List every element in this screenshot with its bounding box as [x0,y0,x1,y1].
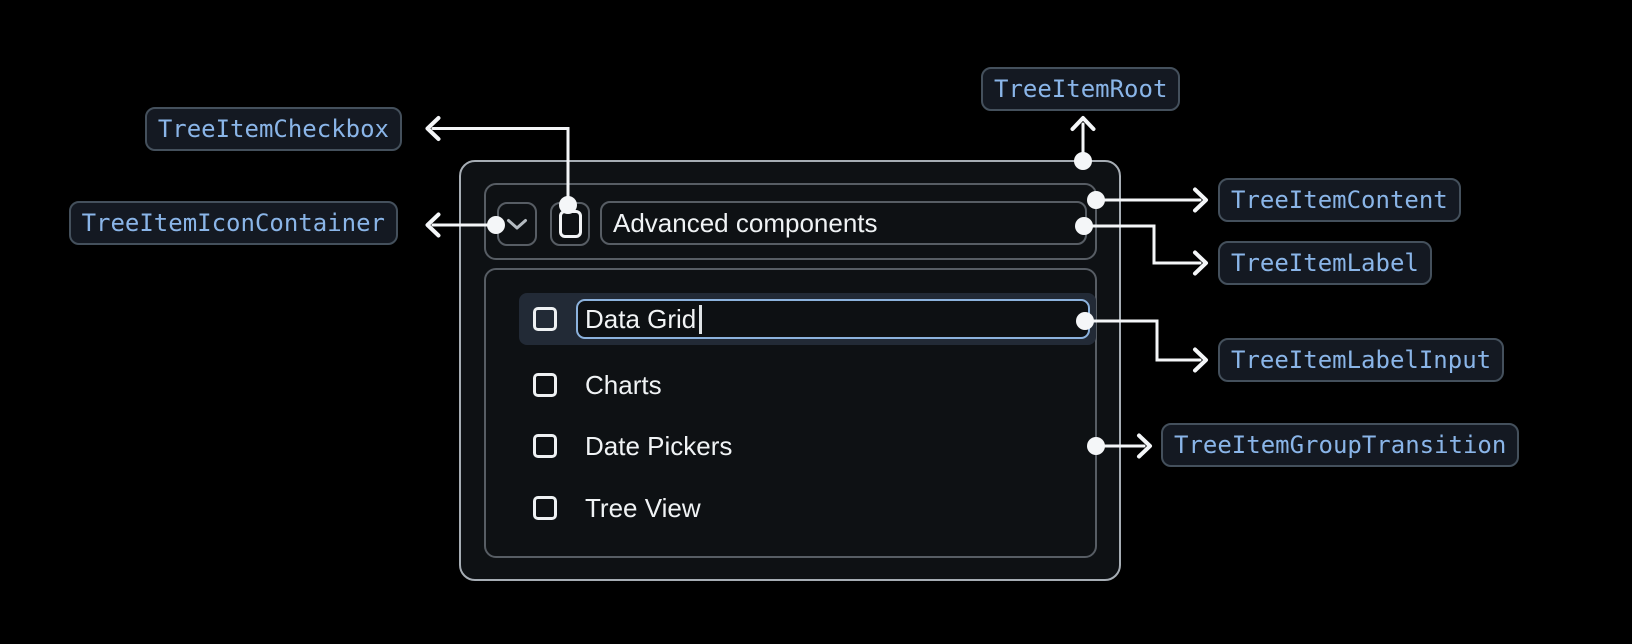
arrow-right-icon [1193,250,1208,276]
tree-row-charts[interactable]: Charts [519,361,1096,409]
text-cursor-icon [699,304,703,334]
tree-item-label[interactable]: Advanced components [600,201,1087,245]
annotation-tree-item-label-input: TreeItemLabelInput [1218,338,1505,382]
arrow-up-icon [1070,116,1096,131]
label-input-value: Data Grid [585,303,697,334]
checkbox-unchecked-icon[interactable] [533,373,557,397]
item-label-text: Tree View [585,492,701,523]
tree-item-label-input[interactable]: Data Grid [576,299,1090,339]
tree-item-root-panel: Advanced components Data Grid Charts Dat… [459,160,1121,581]
checkbox-unchecked-icon[interactable] [533,307,557,331]
parent-item-label-text: Advanced components [613,207,878,238]
annotation-tree-item-group-transition: TreeItemGroupTransition [1161,423,1520,467]
checkbox-unchecked-icon[interactable] [533,434,557,458]
annotation-tree-item-icon-container: TreeItemIconContainer [68,201,398,245]
tree-item-content-box[interactable]: Advanced components [484,183,1097,260]
tree-row-date-pickers[interactable]: Date Pickers [519,422,1096,470]
arrow-left-icon [425,212,441,238]
tree-item-group-transition-box: Data Grid Charts Date Pickers Tree View [484,268,1097,558]
annotation-tree-item-label: TreeItemLabel [1218,241,1432,285]
arrow-right-icon [1193,187,1208,213]
arrow-left-icon [425,116,441,141]
tree-row-tree-view[interactable]: Tree View [519,484,1096,532]
tree-item-checkbox[interactable] [550,202,590,246]
checkbox-unchecked-icon[interactable] [533,496,557,520]
annotation-tree-item-root: TreeItemRoot [981,67,1181,111]
item-label-text: Charts [585,369,662,400]
tree-item-icon-container[interactable] [497,202,537,246]
arrow-right-icon [1137,433,1152,459]
chevron-down-icon [507,218,527,229]
annotation-tree-item-checkbox: TreeItemCheckbox [144,107,402,151]
tree-row-data-grid[interactable]: Data Grid [519,293,1096,345]
checkbox-unchecked-icon [558,210,582,238]
annotation-tree-item-content: TreeItemContent [1218,178,1461,222]
item-label-text: Date Pickers [585,430,733,461]
arrow-right-icon [1193,347,1208,373]
